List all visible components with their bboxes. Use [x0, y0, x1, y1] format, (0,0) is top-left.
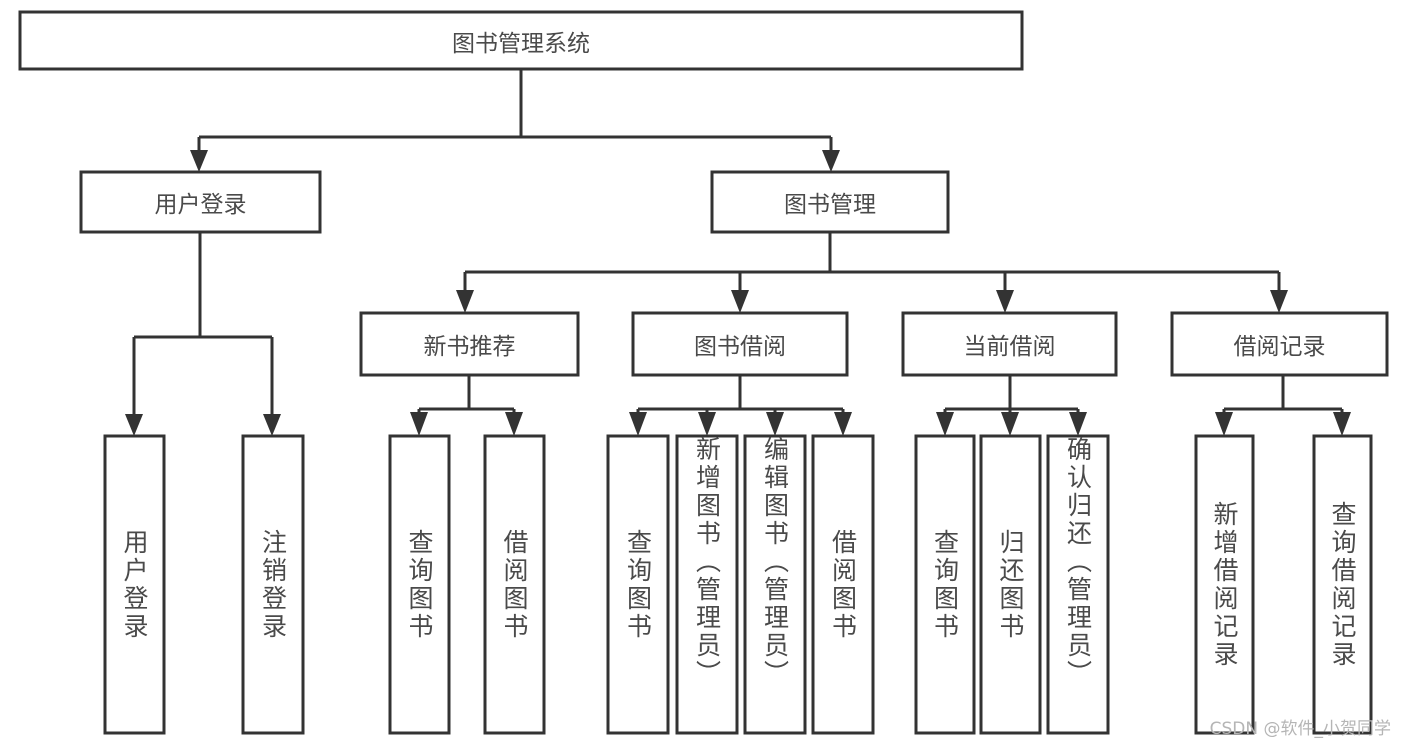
leaf-box-query-book-1[interactable] — [388, 434, 451, 735]
arrow-to-borrow-record — [1270, 290, 1288, 313]
leaf-box-logout[interactable] — [241, 434, 305, 735]
arrow-to-leaf-add-book — [698, 412, 716, 436]
arrow-to-leaf-user-login — [125, 414, 143, 436]
arrow-to-user-login — [190, 150, 208, 172]
arrow-to-leaf-logout — [263, 414, 281, 436]
arrow-to-leaf-query-record — [1333, 412, 1351, 436]
leaf-box-return-book[interactable] — [979, 434, 1042, 735]
arrow-to-book-manage — [822, 150, 840, 172]
node-new-book-recommend[interactable] — [359, 311, 580, 377]
node-book-borrow[interactable] — [631, 311, 849, 377]
arrow-to-leaf-add-record — [1215, 412, 1233, 436]
leaf-box-confirm-return[interactable] — [1046, 434, 1110, 735]
arrow-to-leaf-return-book — [1001, 412, 1019, 436]
leaf-box-borrow-book-1[interactable] — [483, 434, 546, 735]
leaf-box-add-record[interactable] — [1194, 434, 1255, 735]
leaf-box-edit-book[interactable] — [743, 434, 807, 735]
connector-new-book-bus — [417, 375, 516, 418]
connector-book-borrow-bus — [636, 375, 845, 418]
arrow-to-leaf-confirm-return — [1069, 412, 1087, 436]
leaf-box-query-record[interactable] — [1312, 434, 1373, 735]
arrow-to-current-borrow — [996, 290, 1014, 313]
node-root-system[interactable] — [18, 10, 1024, 71]
node-book-manage[interactable] — [710, 170, 950, 234]
arrow-to-leaf-edit-book — [766, 412, 784, 436]
leaf-box-borrow-book-2[interactable] — [811, 434, 875, 735]
connector-root-to-bus — [197, 69, 833, 153]
node-borrow-record[interactable] — [1170, 311, 1389, 377]
connector-borrow-record-bus — [1222, 375, 1344, 418]
connector-user-login-bus — [132, 232, 274, 418]
arrow-to-leaf-query-book-2 — [629, 412, 647, 436]
leaf-box-query-book-2[interactable] — [606, 434, 670, 735]
arrow-to-leaf-query-book-1 — [410, 412, 428, 436]
leaf-box-add-book[interactable] — [675, 434, 739, 735]
node-user-login[interactable] — [79, 170, 322, 234]
leaf-box-user-login[interactable] — [103, 434, 166, 735]
arrow-to-leaf-borrow-book-1 — [505, 412, 523, 436]
connector-current-borrow-bus — [943, 375, 1080, 418]
arrow-to-leaf-query-book-3 — [936, 412, 954, 436]
arrow-to-new-book-recommend — [456, 290, 474, 313]
arrow-to-leaf-borrow-book-2 — [834, 412, 852, 436]
leaf-box-query-book-3[interactable] — [914, 434, 976, 735]
node-current-borrow[interactable] — [901, 311, 1118, 377]
connector-book-manage-bus — [463, 232, 1281, 292]
arrow-to-book-borrow — [731, 290, 749, 313]
